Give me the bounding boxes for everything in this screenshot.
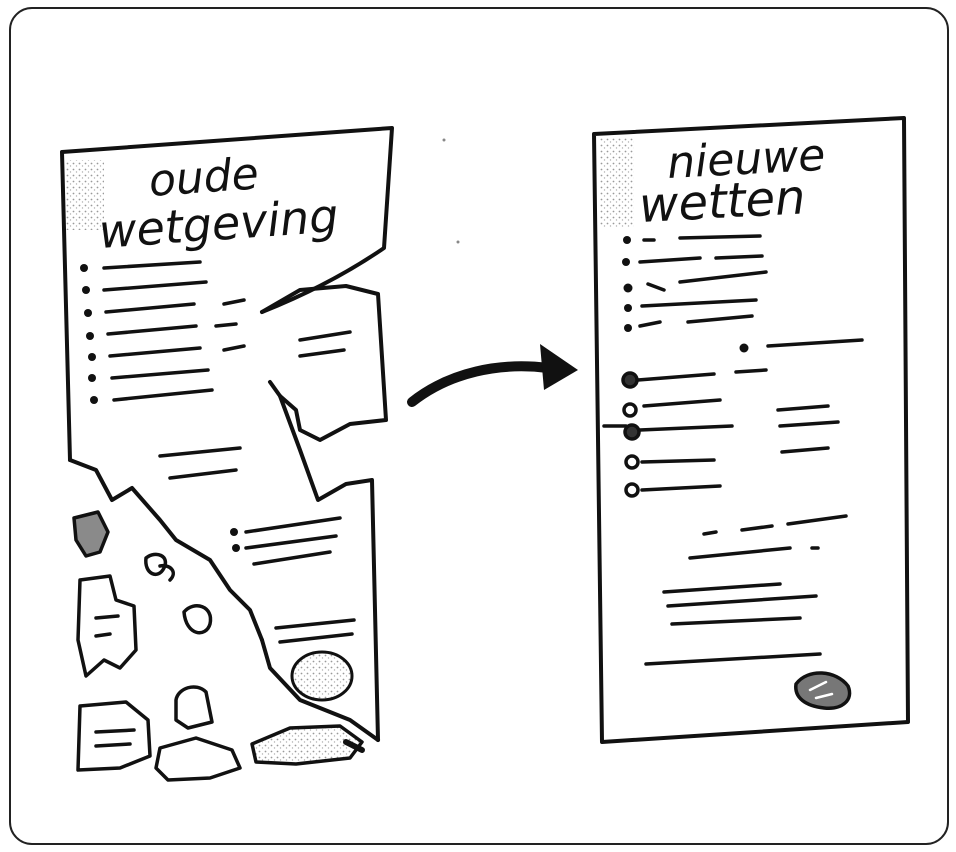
new-doc-title-line2: wetten — [638, 169, 807, 234]
new-doc-stone — [796, 673, 850, 708]
new-doc-shading — [600, 138, 634, 228]
fragment-3-line-b — [96, 634, 110, 636]
fragment-6-line-a — [96, 730, 134, 732]
fragment-6-line-b — [96, 744, 130, 746]
fragment-3-line-a — [96, 616, 118, 618]
old-doc-stone — [292, 652, 352, 700]
